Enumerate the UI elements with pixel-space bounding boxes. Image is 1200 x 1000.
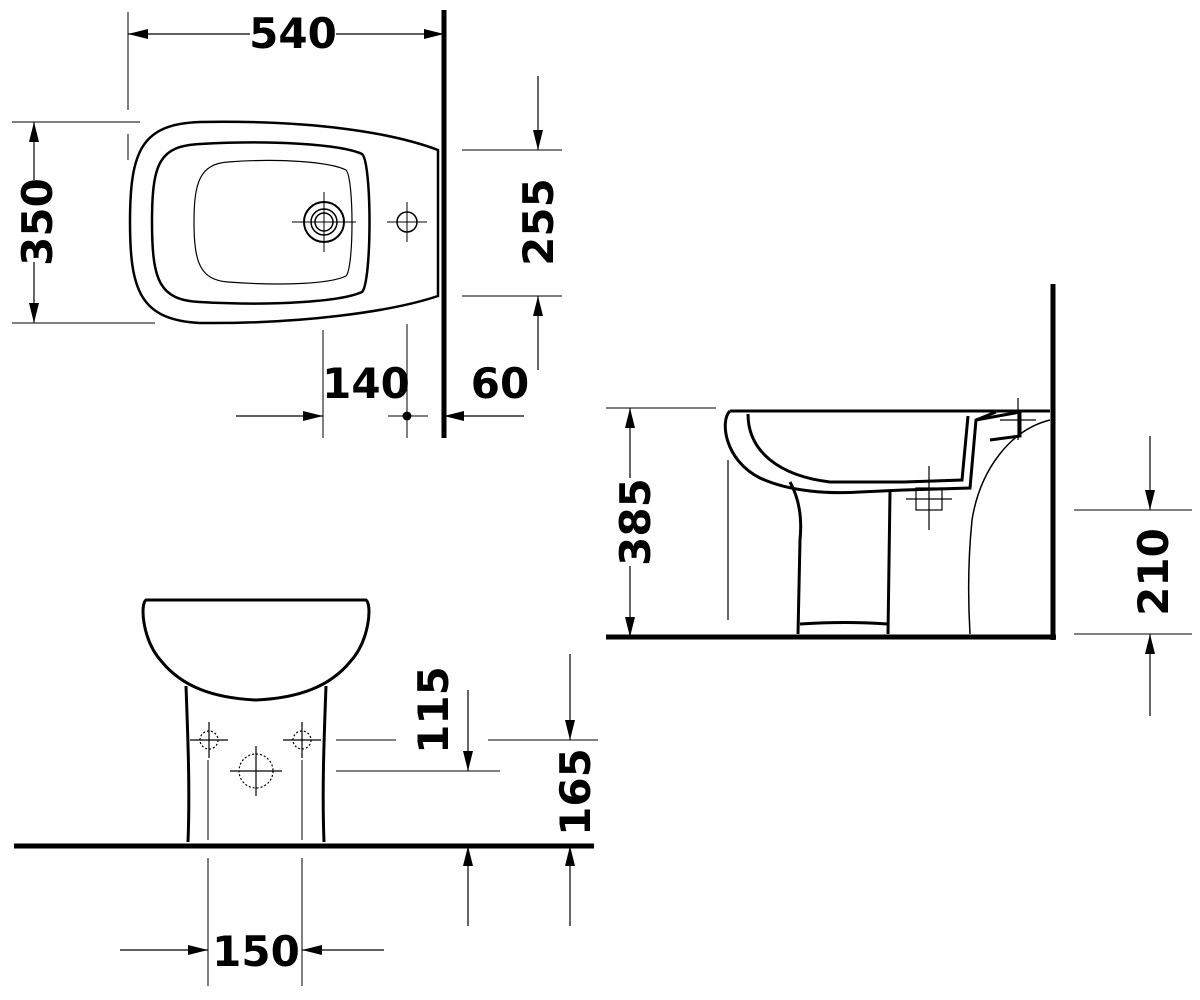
side-view-inlet-icon — [1000, 398, 1036, 440]
top-tap-offset-label: 140 — [322, 359, 410, 408]
side-height-label: 385 — [611, 478, 660, 566]
side-view-bowl-profile — [723, 409, 1050, 495]
front-view-outlet-icon — [230, 746, 282, 796]
top-width-label: 540 — [249, 9, 337, 58]
front-inlet-height-label: 115 — [409, 666, 458, 754]
front-view-right-inlet-icon — [283, 722, 321, 758]
top-view-inner-bowl — [150, 141, 371, 305]
top-view-tap-hole-icon — [387, 202, 427, 242]
top-view-outer-rim — [128, 120, 440, 325]
side-view-outlet-icon — [906, 466, 952, 530]
top-wall-gap-label: 60 — [471, 359, 529, 408]
side-view-pedestal — [788, 481, 892, 635]
front-pedestal-width-label: 150 — [212, 927, 300, 976]
top-view-drain-icon — [292, 192, 356, 252]
top-view — [12, 10, 562, 438]
top-wall-to-bowl-label: 255 — [514, 178, 563, 266]
side-view-rear-curve — [967, 419, 1051, 635]
side-view — [606, 284, 1192, 716]
front-outlet-height-label: 165 — [551, 748, 600, 836]
front-view-left-inlet-icon — [190, 722, 228, 758]
front-view-pedestal — [184, 685, 328, 843]
front-view-bowl — [141, 598, 371, 702]
side-view-bowl-inner — [746, 413, 970, 484]
top-depth-label: 350 — [13, 178, 62, 266]
front-view — [14, 598, 598, 986]
top-view-basin — [193, 159, 353, 285]
side-outlet-height-label: 210 — [1129, 528, 1178, 616]
